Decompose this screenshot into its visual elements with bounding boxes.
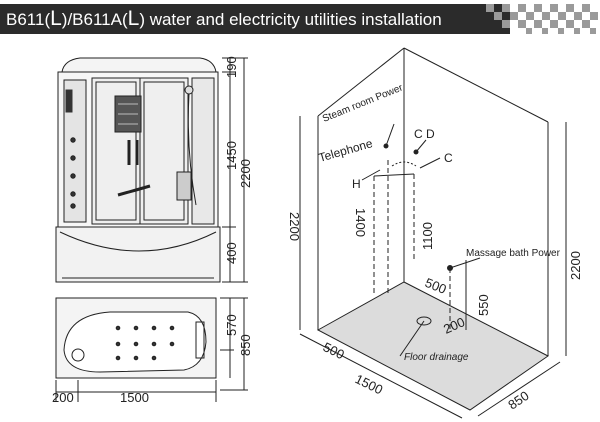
room-view [299, 47, 567, 419]
title-bar: B611(L)/B611A(L) water and electricity u… [0, 4, 600, 34]
h-label: H [352, 177, 361, 191]
page-title: B611(L)/B611A(L) water and electricity u… [6, 7, 442, 31]
room-dim-massage-height: 550 [476, 294, 491, 316]
plan-dim-width: 1500 [120, 390, 149, 405]
front-dim-total: 2200 [238, 159, 253, 188]
floor-drainage-label: Floor drainage [404, 352, 469, 363]
plan-dim-depth-inner: 570 [224, 314, 239, 336]
c-label: C [444, 151, 453, 165]
room-dim-height-left: 2200 [287, 212, 302, 241]
front-view [55, 57, 248, 283]
title-suffix: ) water and electricity utilities instal… [139, 10, 442, 29]
title-model-a-letter: L [50, 7, 62, 30]
room-dim-height-right: 2200 [568, 251, 583, 280]
title-prefix: B611( [6, 10, 51, 29]
front-dim-base: 400 [224, 242, 239, 264]
telephone-label: Telephone [317, 136, 374, 165]
plan-view [55, 297, 248, 402]
title-model-b-letter: L [127, 7, 140, 30]
cd-label: C D [414, 127, 435, 141]
room-dim-depth: 850 [505, 388, 531, 413]
front-dim-upper: 1450 [224, 141, 239, 170]
massage-power-label: Massage bath Power [466, 248, 561, 259]
plan-dim-depth: 850 [238, 334, 253, 356]
room-dim-c-pipe: 1100 [420, 222, 435, 250]
title-background [0, 4, 510, 34]
checker-decoration [486, 4, 598, 34]
title-middle: )/B611A( [61, 10, 128, 29]
plan-dim-width-left: 200 [52, 390, 74, 405]
front-dim-top: 190 [224, 56, 239, 78]
room-dim-h-pipe: 1400 [353, 208, 368, 237]
